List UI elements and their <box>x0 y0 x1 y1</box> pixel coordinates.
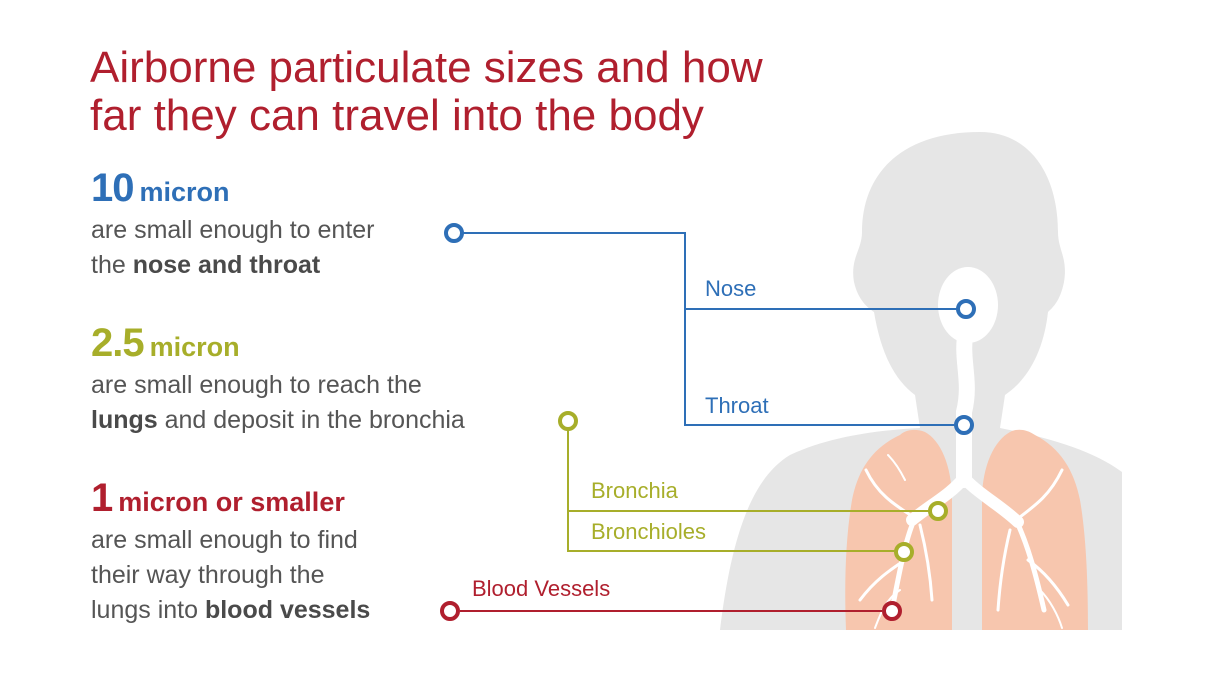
label-blood-vessels: Blood Vessels <box>472 576 610 601</box>
label-bronchioles: Bronchioles <box>591 519 706 544</box>
size-unit: micron or smaller <box>118 487 345 517</box>
title-line-1: Airborne particulate sizes and how <box>90 43 763 92</box>
marker-throat <box>954 415 974 435</box>
size-unit: micron <box>149 332 240 362</box>
size-unit: micron <box>139 177 230 207</box>
airway <box>858 267 1070 629</box>
size-description: are small enough to enter the nose and t… <box>91 213 375 283</box>
marker-nose <box>956 299 976 319</box>
label-throat: Throat <box>705 393 769 418</box>
size-description: are small enough to find their way throu… <box>91 523 370 628</box>
size-number: 10 <box>91 166 134 210</box>
description-bold: blood vessels <box>204 596 371 624</box>
diagram-labels: Nose Throat Bronchia Bronchioles Blood V… <box>472 276 769 601</box>
title-line-2: far they can travel into the body <box>90 91 704 140</box>
marker-blood-vessels <box>882 601 902 621</box>
description-bold: lungs <box>91 406 158 434</box>
marker-bronchioles <box>894 542 914 562</box>
description-text: the <box>91 251 133 279</box>
size-description: are small enough to reach the lungs and … <box>91 368 465 438</box>
size-number: 2.5 <box>91 321 145 365</box>
connectors-blue <box>462 232 958 426</box>
markers <box>440 223 976 621</box>
description-bold: nose and throat <box>132 251 321 279</box>
label-bronchia: Bronchia <box>591 478 679 503</box>
connectors-olive <box>567 430 929 552</box>
page-title: Airborne particulate sizes and how far t… <box>90 44 890 140</box>
marker-bronchia <box>928 501 948 521</box>
description-text: lungs into <box>91 596 205 624</box>
marker-10-micron <box>444 223 464 243</box>
marker-2-5-micron <box>558 411 578 431</box>
marker-1-micron <box>440 601 460 621</box>
description-text: and deposit in the bronchia <box>157 406 465 434</box>
description-line: are small enough to enter <box>91 216 375 244</box>
label-nose: Nose <box>705 276 756 301</box>
description-line: their way through the <box>91 561 325 589</box>
description-line: are small enough to find <box>91 526 358 554</box>
size-number: 1 <box>91 476 113 520</box>
description-line: are small enough to reach the <box>91 371 422 399</box>
